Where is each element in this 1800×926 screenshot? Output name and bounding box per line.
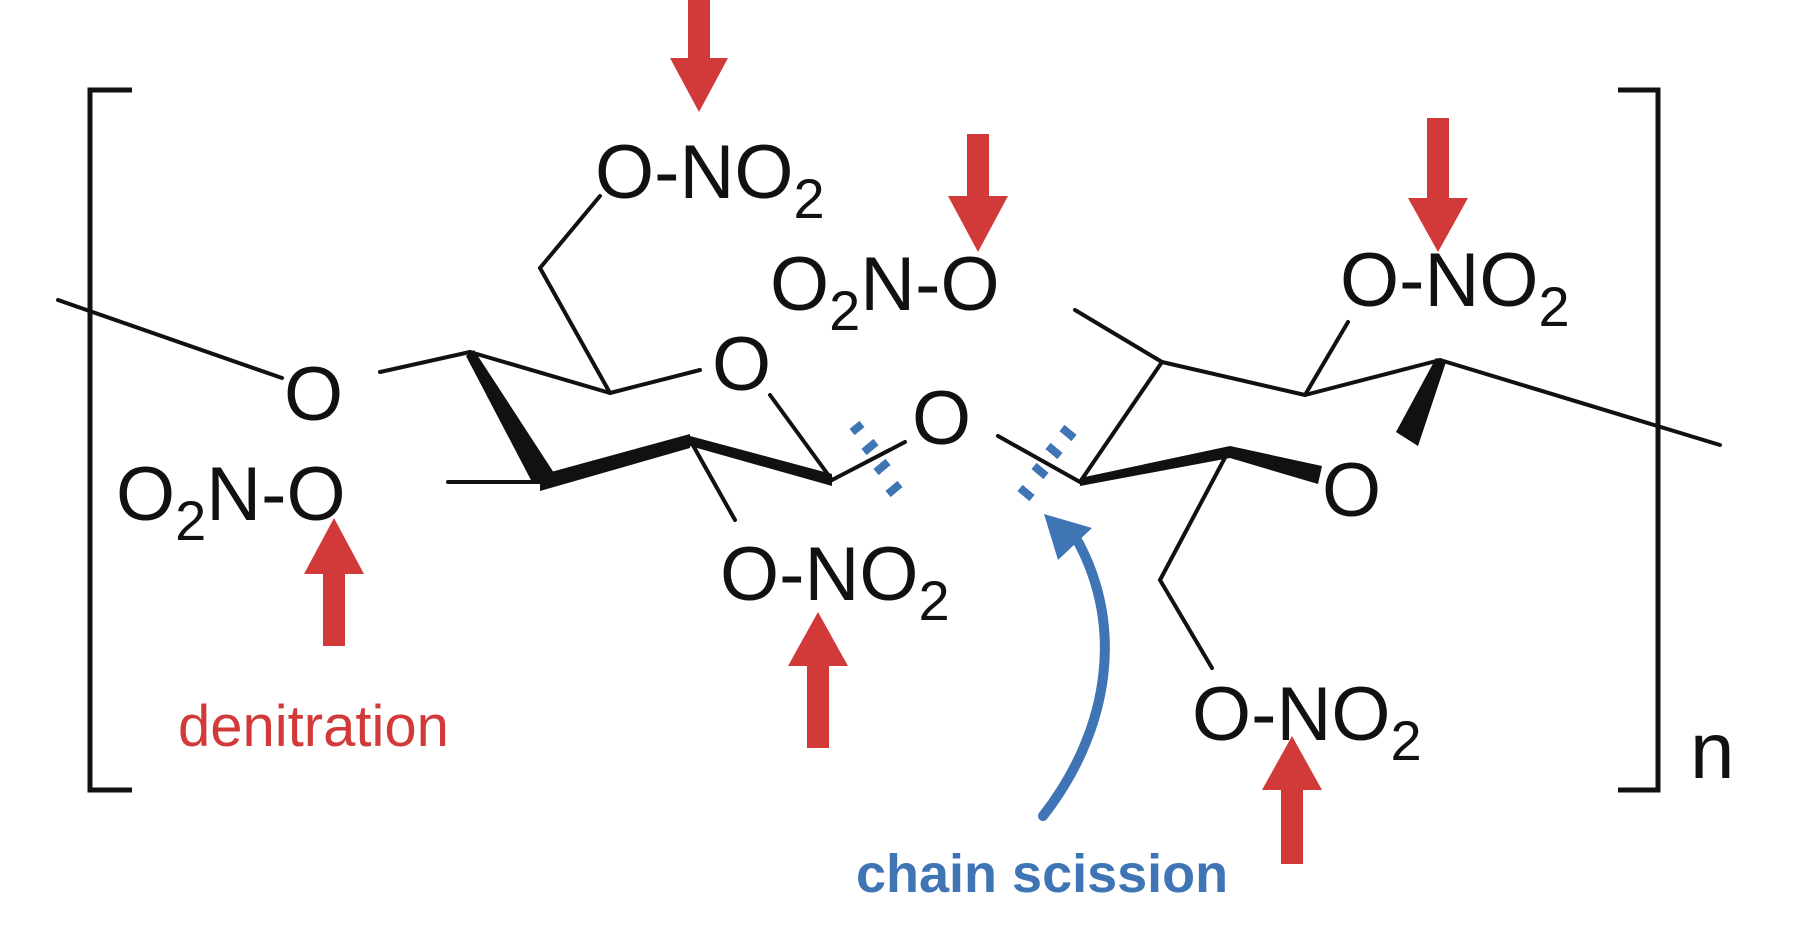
svg-text:O2N-O: O2N-O [770,242,1000,342]
svg-text:O-NO2: O-NO2 [720,532,950,632]
chain-scission-label: chain scission [856,844,1228,904]
bond-c5-ch2 [538,266,612,395]
bond-c2r-c1r [1303,358,1442,397]
bond-c1-glyco-o [830,440,907,482]
svg-text:O2N-O: O2N-O [116,452,346,552]
bond-c4-c5 [468,350,612,395]
bond-c5-ring-o [608,368,702,395]
bond-c2r-o [1303,320,1350,397]
wedge-c4r-c5r [1080,446,1230,486]
svg-text:O-NO2: O-NO2 [1192,672,1422,772]
left-bracket [87,87,132,793]
right-bracket [1618,87,1661,793]
bond-c3r-o [1073,308,1164,364]
chain-bond-left [56,298,284,380]
atom-o-ring-left: O [712,322,771,407]
nitrate-top-left: O-NO2 [595,130,825,230]
bond-ch2-o-right [1158,578,1214,670]
wedge-c1r-ringo [1396,358,1446,446]
bond-c4r-c3r [1078,360,1164,484]
denitration-arrow-center [948,134,1008,252]
nitrate-bottom-right: O-NO2 [1192,672,1422,772]
denitration-arrow-top-left [670,0,728,112]
wedge-c3-c2 [540,434,690,491]
wedge-c2-c1 [690,436,832,486]
atom-o-glycosidic-center: O [912,376,971,461]
scission-marks [849,420,1077,502]
nitrate-center-o2n: O2N-O [770,242,1000,342]
chain-bond-right [1438,358,1722,447]
chain-scission-arrow [1038,514,1110,821]
denitration-arrow-left [304,518,364,646]
nitrate-top-right: O-NO2 [1340,238,1570,338]
denitration-arrow-bottom-center [788,612,848,748]
bond-glyco-o-c4r [996,434,1082,484]
bond-c3r-c2r [1160,360,1307,397]
denitration-arrows [304,0,1468,864]
nitrate-left-o2n: O2N-O [116,452,346,552]
bond-o-c4 [378,350,472,374]
bond-c2-o [688,438,737,522]
bond-lines [56,194,1722,670]
svg-text:O-NO2: O-NO2 [595,130,825,230]
bond-c5r-ch2 [1158,450,1230,582]
denitration-label: denitration [178,694,449,759]
denitration-arrow-top-right [1408,118,1468,252]
bond-ch2-o [538,194,602,270]
atom-o-glycosidic-left: O [284,352,343,437]
wedge-c5r-ringo [1230,446,1322,484]
bond-ring-o-c1 [768,393,834,482]
svg-text:O-NO2: O-NO2 [1340,238,1570,338]
wedge-bonds [466,350,1446,491]
nitrate-bottom-center: O-NO2 [720,532,950,632]
atom-o-ring-right: O [1322,448,1381,533]
wedge-c4-c3 [466,350,556,482]
repeat-unit-n: n [1690,706,1735,795]
denitration-arrow-bottom-right [1262,736,1322,864]
